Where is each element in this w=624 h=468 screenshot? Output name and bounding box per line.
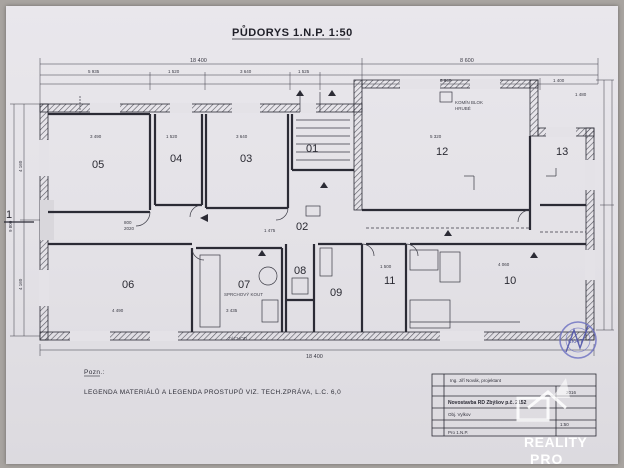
dim-top-total-left: 18 400	[190, 58, 207, 64]
title-block	[431, 373, 597, 437]
dim-top-seg-2: 1 520	[168, 69, 180, 74]
dim-door-mark-1: 800	[124, 220, 132, 225]
legend-note-text: LEGENDA MATERIÁLŮ A LEGENDA PROSTUPŮ VIZ…	[84, 387, 341, 396]
dim-room-02: 1 475	[264, 228, 276, 233]
dim-room-06-width: 4 490	[112, 308, 124, 313]
title-block-row-1: Ing. Jiří Novák, projektant	[450, 378, 502, 383]
note-room-12-1: KOMÍN BLOK	[455, 99, 483, 105]
dim-room-03-width: 3 640	[236, 134, 248, 139]
watermark-line-2: PRO	[530, 451, 563, 467]
watermark-logo: REALITY PRO	[516, 378, 588, 467]
room-label: 10	[504, 275, 516, 287]
stamp-text: ČKAIT	[568, 338, 583, 345]
room-label: 07	[238, 279, 250, 291]
bottom-dimension-line	[39, 344, 595, 356]
right-dimension-lines	[596, 79, 614, 331]
room-label: 12	[436, 146, 448, 158]
room-label: 01	[306, 143, 318, 155]
dim-right-seg-1: 1 400	[553, 78, 565, 83]
section-marker-left: 1	[6, 209, 12, 221]
room-label: 04	[170, 153, 182, 165]
dim-room-07-width: 3 435	[226, 308, 238, 313]
room-label: 09	[330, 287, 342, 299]
dim-room-11: 1 500	[380, 264, 392, 269]
stamp: ČKAIT	[559, 321, 597, 359]
dim-top-seg-1: 5 935	[88, 69, 100, 74]
dim-room-04-width: 1 520	[166, 134, 178, 139]
title-block-row-2: Novostavba RD Zbýšov p.č. 2152	[448, 400, 527, 406]
dim-room-12-width: 5 320	[430, 134, 442, 139]
room-label: 06	[122, 279, 134, 291]
dim-left-seg-2: 4 160	[18, 278, 23, 290]
legend-note-label: Pozn.:	[84, 369, 105, 376]
dim-top-seg-3: 3 640	[240, 69, 252, 74]
left-dimension-lines	[10, 103, 40, 337]
drawing-title: PŮDORYS 1.N.P. 1:50	[232, 25, 353, 39]
room-labels: 05 04 03 01 02 12 13 06 07 08 09 11 10	[92, 143, 568, 299]
annotation-symbols	[200, 90, 538, 258]
note-room-12-2: HRUBÉ	[455, 105, 471, 111]
dim-top-seg-4: 1 525	[298, 69, 310, 74]
dim-bottom-total: 18 400	[306, 354, 323, 360]
room-label: 11	[384, 275, 395, 287]
watermark-line-1: REALITY	[524, 434, 588, 450]
dim-right-seg-2: 1 480	[575, 92, 587, 97]
room-dimensions: 3 490 1 520 3 640 5 320 4 490 3 435 4 06…	[90, 99, 510, 341]
title-block-sheet: 2016	[566, 390, 577, 395]
title-block-scale: 1:50	[560, 422, 569, 427]
room-label: 13	[556, 146, 568, 158]
title-block-row-3: Obj. Vylkov	[448, 412, 471, 417]
wall-openings	[39, 79, 595, 341]
fixtures	[79, 91, 586, 329]
note-room-07: SPRCHOVÝ KOUT	[224, 291, 263, 297]
title-block-row-4: Pro 1.N.P.	[448, 430, 468, 435]
room-label: 08	[294, 265, 306, 277]
dim-door-mark-2: 2020	[124, 226, 135, 231]
dim-room-10-width: 4 060	[498, 262, 510, 267]
note-room-07-2: ZÁCHOD	[228, 335, 248, 341]
dim-left-seg-1: 4 160	[18, 160, 23, 172]
top-dimension-lines	[39, 58, 599, 104]
dim-left-total: 9 800	[8, 220, 13, 232]
room-label: 03	[240, 153, 252, 165]
dim-room-05-width: 3 490	[90, 134, 102, 139]
interior-walls	[48, 112, 586, 332]
dim-top-total-right: 8 600	[460, 58, 474, 64]
room-label: 02	[296, 221, 308, 233]
room-label: 05	[92, 159, 104, 171]
